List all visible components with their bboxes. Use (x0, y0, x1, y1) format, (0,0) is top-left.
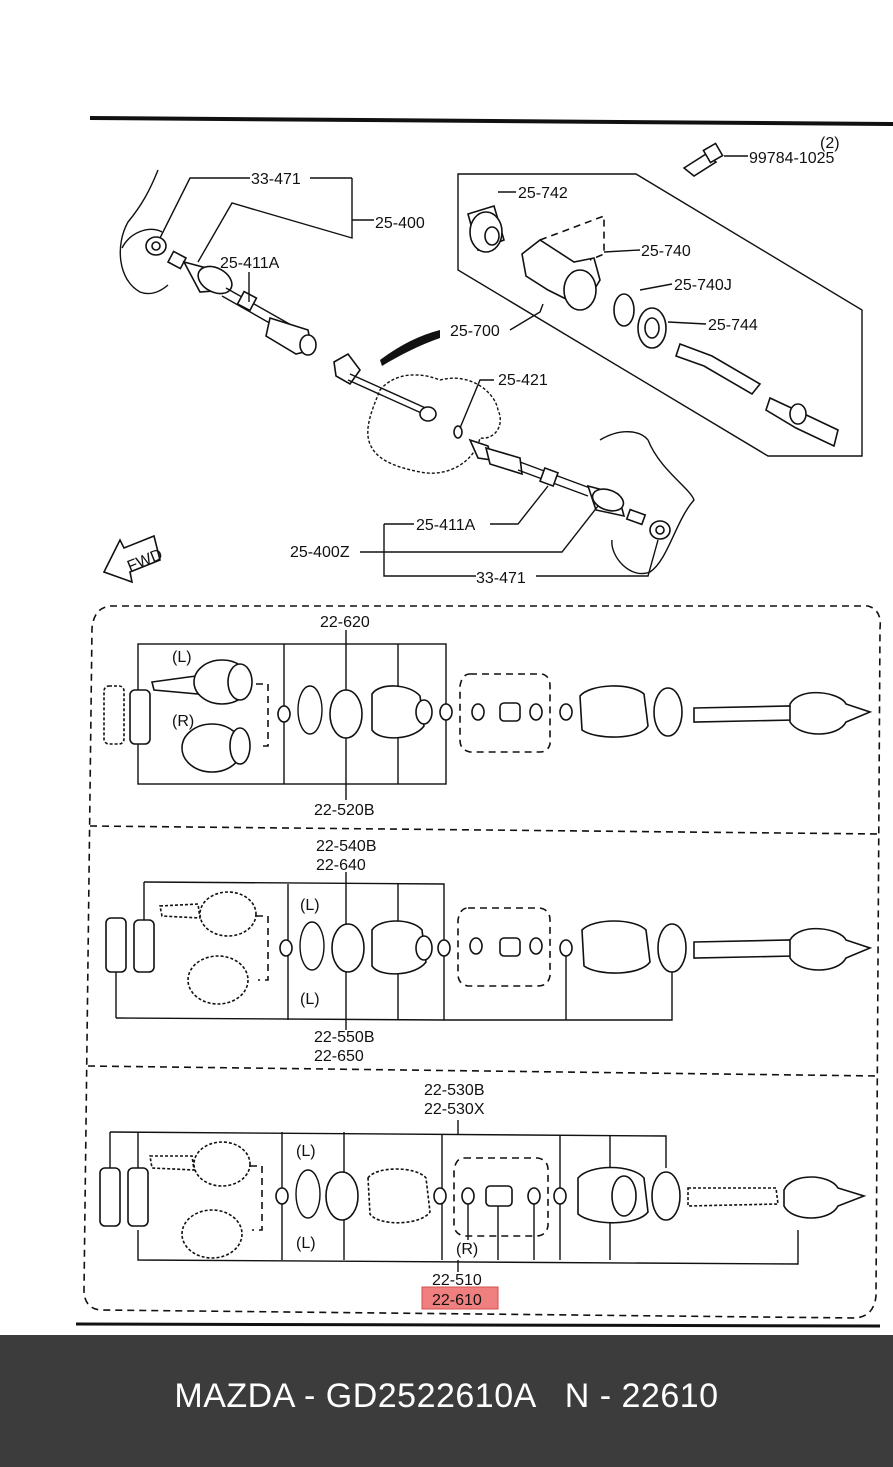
label-25-400: 25-400 (375, 215, 425, 232)
label-l-panel3-bottom: (L) (296, 1235, 316, 1252)
label-25-744: 25-744 (708, 317, 758, 334)
label-22-520b: 22-520B (314, 802, 375, 819)
label-l-panel3-top: (L) (296, 1143, 316, 1160)
label-22-650: 22-650 (314, 1048, 364, 1065)
label-22-550b: 22-550B (314, 1029, 375, 1046)
parts-diagram: FWD 33-471 25-400 25-411A (2) 997 (75, 116, 893, 1328)
label-25-400z: 25-400Z (290, 544, 350, 561)
label-25-700: 25-700 (450, 323, 500, 340)
label-25-740: 25-740 (641, 243, 691, 260)
bottom-rule (75, 1322, 881, 1328)
label-25-742: 25-742 (518, 185, 568, 202)
label-22-530x: 22-530X (424, 1101, 485, 1118)
center-differential (333, 330, 501, 474)
highlight-box (421, 1286, 499, 1310)
label-33-471-top: 33-471 (251, 171, 301, 188)
fwd-arrow: FWD (102, 534, 165, 584)
label-r-panel1: (R) (172, 713, 194, 730)
left-hub-assembly (119, 169, 169, 295)
part-caption: MAZDA - GD2522610A N - 22610 (174, 1376, 719, 1415)
caption-bar: MAZDA - GD2522610A N - 22610 (0, 1335, 893, 1467)
label-l-panel1: (L) (172, 649, 192, 666)
panel-3: 22-530B 22-530X (L) (L) (R) 22-510 22-61… (99, 1082, 867, 1310)
panel-2: 22-540B 22-640 (L) (L) 22-550B 22-650 (105, 838, 873, 1065)
top-rule (89, 116, 893, 126)
label-22-510: 22-510 (432, 1272, 482, 1289)
panel-1: 22-620 (L) (R) 22-520B (103, 614, 873, 819)
label-22-620: 22-620 (320, 614, 370, 631)
right-halfshaft (468, 438, 647, 526)
label-33-471-bottom: 33-471 (476, 570, 526, 587)
label-22-640: 22-640 (316, 857, 366, 874)
hub-parts-box (457, 173, 863, 457)
label-25-421: 25-421 (498, 372, 548, 389)
label-25-411a-top: 25-411A (220, 255, 280, 272)
label-l-panel2-top: (L) (300, 897, 320, 914)
label-25-740j: 25-740J (674, 277, 732, 294)
label-99784-1025: 99784-1025 (749, 150, 835, 167)
bolt (682, 142, 724, 177)
label-r-panel3: (R) (456, 1241, 478, 1258)
label-99784-qty: (2) (820, 135, 840, 152)
label-l-panel2-bottom: (L) (300, 991, 320, 1008)
panels-outline (83, 605, 882, 1319)
left-halfshaft (166, 250, 317, 356)
label-25-411a-bottom: 25-411A (416, 517, 476, 534)
label-22-530b: 22-530B (424, 1082, 485, 1099)
panel-divider-2 (87, 1065, 879, 1077)
panel-divider-1 (89, 825, 881, 835)
label-22-540b: 22-540B (316, 838, 377, 855)
right-hub-assembly (599, 431, 695, 575)
label-22-610-highlighted[interactable]: 22-610 (432, 1292, 482, 1309)
